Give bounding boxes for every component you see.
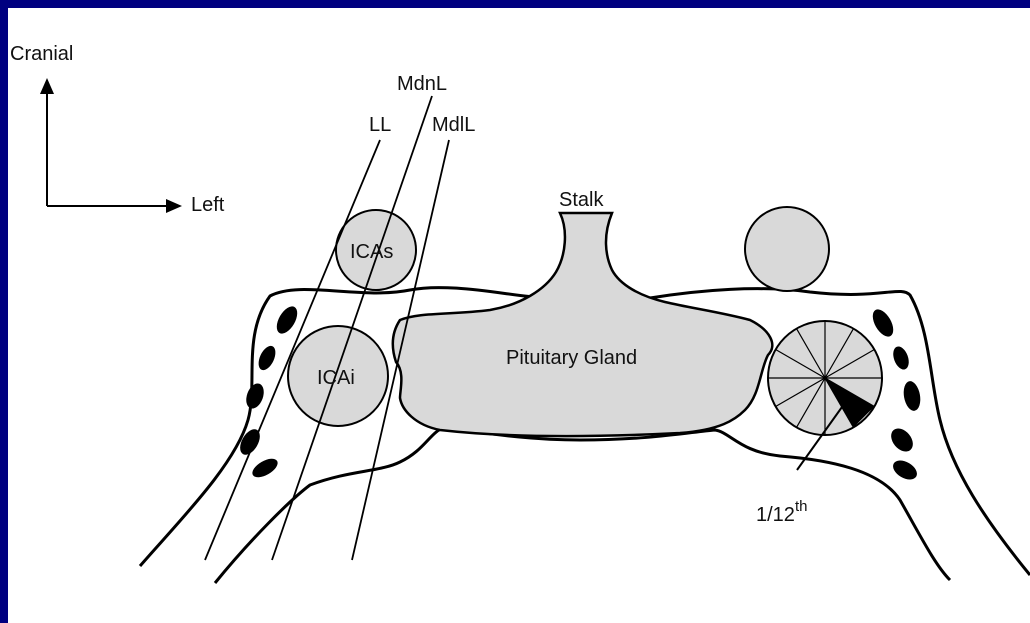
nerve-dot xyxy=(902,380,923,412)
right-ica-superior-circle xyxy=(745,207,829,291)
ll-label: LL xyxy=(369,114,391,136)
cranial-label: Cranial xyxy=(10,43,73,65)
nerve-dot xyxy=(249,455,280,481)
pituitary-gland-shape xyxy=(393,213,773,436)
mdnl-label: MdnL xyxy=(397,73,447,95)
mdll-label: MdlL xyxy=(432,114,475,136)
fraction-superscript: th xyxy=(795,498,808,515)
left-label: Left xyxy=(191,194,225,216)
icai-label: ICAi xyxy=(317,367,355,389)
nerve-dot xyxy=(890,344,911,371)
nerve-dot xyxy=(887,424,918,455)
diagram-panel: Cranial Left xyxy=(8,8,1030,623)
inner-outline xyxy=(215,427,950,583)
left-arrowhead-icon xyxy=(166,199,182,213)
right-ica-inferior-sector-diagram xyxy=(768,321,882,435)
fraction-base: 1/12 xyxy=(756,504,795,526)
fraction-label: 1/12th xyxy=(756,498,807,526)
pituitary-cross-section-diagram: Cranial Left xyxy=(8,8,1030,623)
orientation-axes: Cranial Left xyxy=(10,43,225,216)
nerve-dot xyxy=(890,457,921,484)
nerve-dot xyxy=(869,306,898,340)
nerve-dot xyxy=(255,343,279,372)
icas-label: ICAs xyxy=(350,241,393,263)
stalk-label: Stalk xyxy=(559,189,604,211)
nerve-dot xyxy=(243,381,267,411)
cranial-arrowhead-icon xyxy=(40,78,54,94)
nerve-dot xyxy=(273,303,302,337)
pituitary-gland-label: Pituitary Gland xyxy=(506,347,637,369)
